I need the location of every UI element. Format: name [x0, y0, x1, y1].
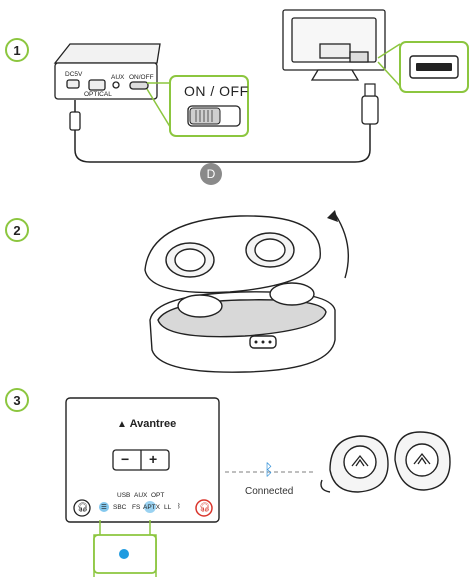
transmitter-device: [53, 43, 161, 100]
earbuds: [320, 431, 451, 493]
lid-close-arrow: [334, 213, 350, 279]
switch-callout-lines: [146, 82, 173, 131]
pairing-icon: ☰: [101, 504, 107, 511]
codec-label-ll: LL: [164, 504, 172, 511]
step-1-badge: 1: [5, 38, 29, 62]
tv-back: [282, 9, 386, 81]
cable-marker-d: D: [200, 163, 222, 185]
source-label-opt: OPT: [151, 492, 165, 499]
volume-down-button[interactable]: −: [121, 451, 130, 467]
headphone-icon-left: 🎧︎: [77, 502, 89, 512]
codec-label-fs: FS: [132, 504, 141, 511]
step2-charging-case: [144, 210, 350, 373]
port-label-optical: OPTICAL: [84, 91, 112, 98]
source-label-usb: USB: [117, 492, 131, 499]
on-off-switch-label: ON / OFF: [184, 83, 249, 99]
step-3-badge: 3: [5, 388, 29, 412]
step-2-badge: 2: [5, 218, 29, 242]
bluetooth-small-icon: ᛒ: [177, 503, 181, 510]
bluetooth-icon: ᛒ: [264, 462, 274, 479]
brand-logo: ▲ Avantree: [117, 418, 177, 430]
connected-label: Connected: [245, 486, 294, 497]
avantree-logo-icon: ▲: [117, 419, 127, 430]
blue-led-indicator: [119, 549, 129, 559]
step3-illustration: [65, 397, 451, 577]
source-label-aux: AUX: [134, 492, 148, 499]
port-label-on-off: ON/OFF: [129, 74, 154, 81]
headphone-icon-right: 🎧︎: [199, 502, 211, 512]
codec-label-sbc: SBC: [113, 504, 127, 511]
volume-up-button[interactable]: +: [149, 451, 158, 467]
port-label-dc5v: DC5V: [65, 71, 83, 78]
codec-label-aptx: APTX: [143, 504, 160, 511]
step1-illustration: [53, 9, 469, 163]
port-label-aux: AUX: [111, 74, 125, 81]
